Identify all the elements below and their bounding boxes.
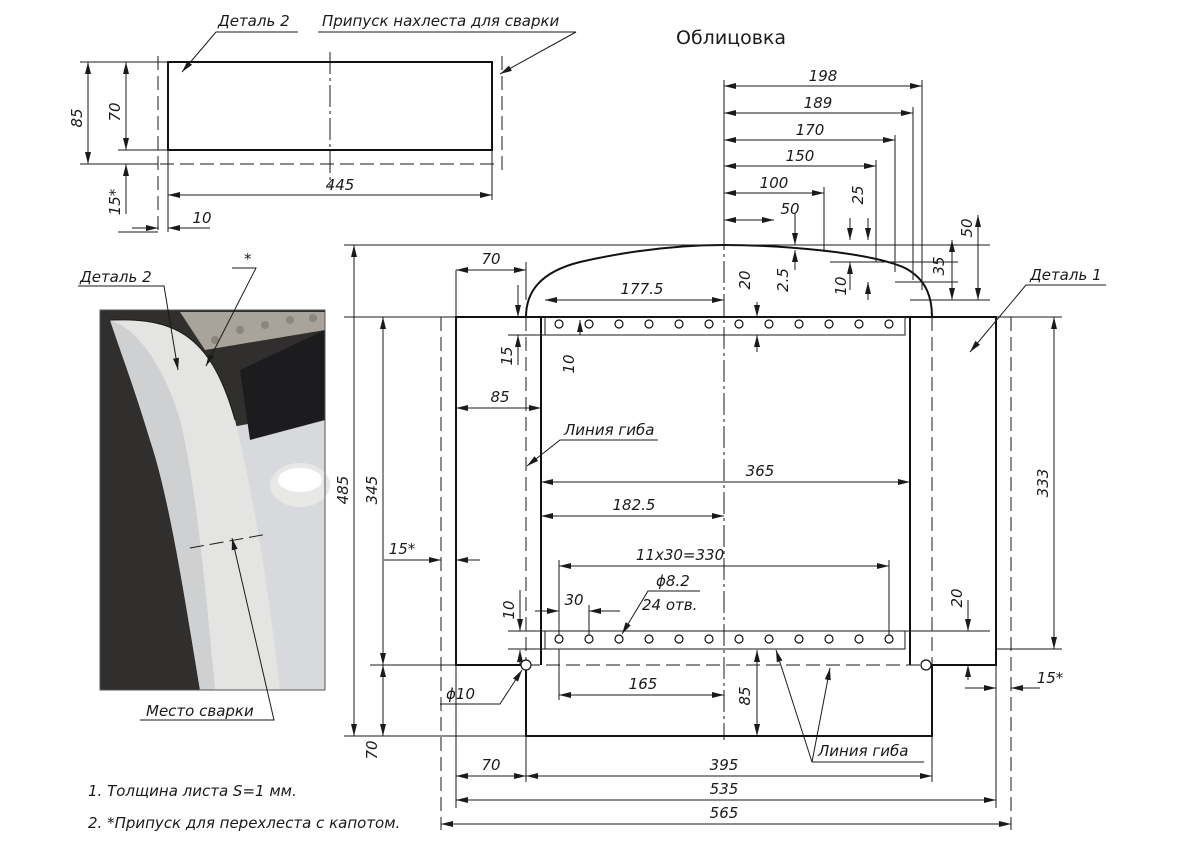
dim-395: 395	[710, 756, 739, 774]
label-star: *	[244, 250, 252, 268]
holes-bottom-row	[554, 634, 894, 644]
dim-165: 165	[629, 675, 658, 693]
dim-85a: 85	[68, 108, 86, 127]
dim-20a: 20	[736, 270, 754, 289]
photo-illustration: Деталь 2 * Место сварки	[78, 250, 330, 721]
dim-10b: 10	[832, 276, 850, 295]
dim-565: 565	[710, 804, 739, 822]
dim-35: 35	[930, 256, 948, 275]
dim-150: 150	[786, 147, 815, 165]
label-bend-line-bottom: Линия гиба	[817, 742, 908, 760]
drawing-title: Облицовка	[676, 27, 786, 49]
label-overlap: Припуск нахлеста для сварки	[322, 12, 560, 30]
dim-485: 485	[334, 476, 352, 505]
dim-2-5: 2.5	[774, 268, 792, 292]
dim-345: 345	[363, 476, 381, 505]
label-detail-1: Деталь 1	[1029, 266, 1102, 284]
label-detail-2-top: Деталь 2	[217, 12, 290, 30]
dim-10d: 10	[500, 600, 518, 619]
main-panel: 198 189 170 150 100 50 25 50 35 10 2.5 2…	[334, 67, 1106, 830]
dim-25: 25	[849, 185, 867, 204]
dim-20b: 20	[948, 588, 966, 607]
label-hole-diameter: ϕ8.2	[656, 572, 690, 590]
dim-11x30: 11x30=330	[636, 546, 724, 564]
dim-50b: 50	[958, 218, 976, 237]
relief-hole-right	[920, 659, 932, 671]
dim-182-5: 182.5	[613, 496, 656, 514]
dim-15a: 15*	[106, 188, 124, 215]
dim-445: 445	[326, 176, 355, 194]
dim-177-5: 177.5	[621, 280, 664, 298]
label-small-hole: ϕ10	[446, 685, 475, 703]
dim-70d: 70	[481, 756, 500, 774]
label-detail-2-photo: Деталь 2	[79, 268, 152, 286]
panel-outline	[455, 243, 997, 737]
dim-85b: 85	[490, 388, 509, 406]
dim-198: 198	[809, 67, 838, 85]
dim-70c: 70	[363, 740, 381, 759]
dim-365: 365	[746, 462, 775, 480]
dim-10c: 10	[560, 354, 578, 373]
dim-15d: 15*	[1037, 669, 1064, 687]
dim-10a: 10	[192, 209, 211, 227]
detail-2-plan: 85 70 15* 445 10 Деталь 2 Припуск нахлес…	[68, 12, 577, 233]
dim-70a: 70	[106, 102, 124, 121]
note-1: 1. Толщина листа S=1 мм.	[88, 782, 297, 800]
dim-170: 170	[796, 121, 825, 139]
label-weld-place: Место сварки	[146, 702, 254, 720]
dim-333: 333	[1034, 469, 1052, 498]
note-2: 2. *Припуск для перехлеста с капотом.	[88, 814, 400, 832]
dim-70b: 70	[481, 250, 500, 268]
relief-hole-left	[520, 659, 532, 671]
dim-30: 30	[564, 591, 583, 609]
label-bend-line-left: Линия гиба	[563, 421, 654, 439]
dim-50a: 50	[780, 200, 799, 218]
holes-top-row	[554, 319, 894, 329]
dim-15c: 15*	[389, 540, 416, 558]
dim-100: 100	[760, 174, 789, 192]
dim-85c: 85	[736, 686, 754, 705]
dim-535: 535	[710, 780, 739, 798]
label-hole-count: 24 отв.	[642, 596, 697, 614]
dim-189: 189	[804, 94, 833, 112]
dim-15b: 15	[498, 346, 516, 365]
